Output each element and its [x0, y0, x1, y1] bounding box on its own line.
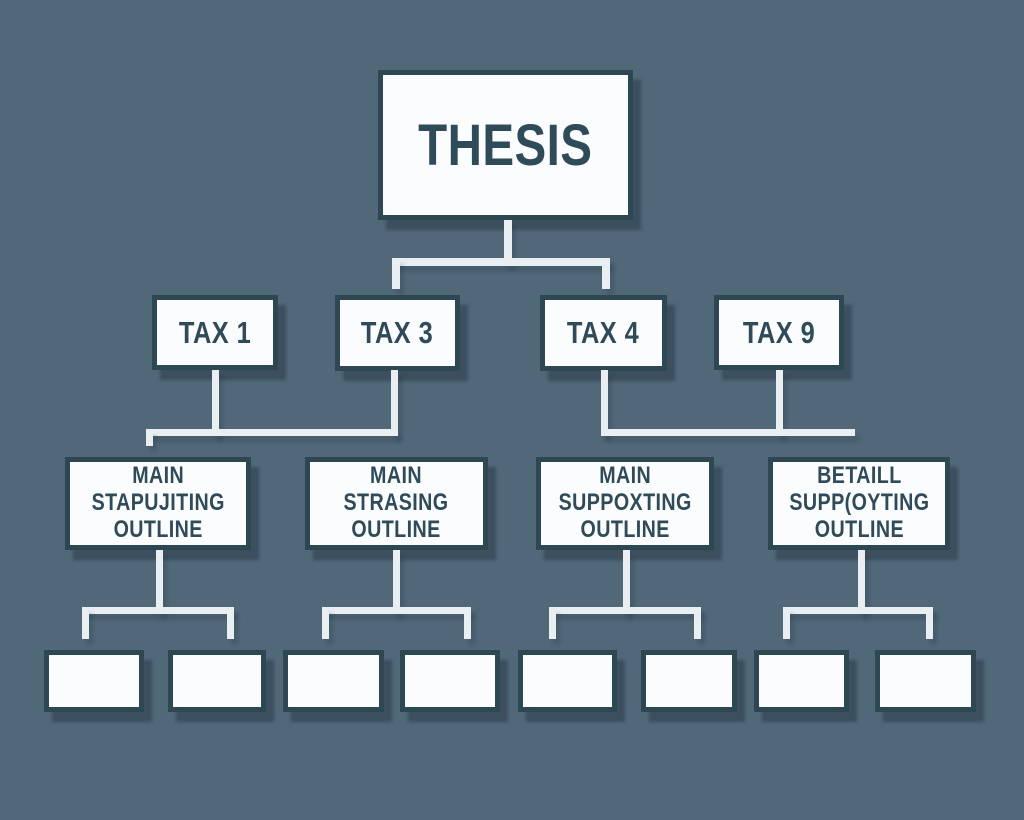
connector-g4-bar: [783, 607, 933, 614]
outline-node-1: MAIN STAPUJITING OUTLINE: [65, 457, 251, 550]
outline-node-3: MAIN SUPPOXTING OUTLINE: [536, 457, 714, 550]
connector-g4-stem: [858, 550, 865, 614]
tax-3-node: TAX 3: [335, 295, 460, 371]
connector-tax4-stem: [601, 370, 608, 436]
connector-tax1-stem: [212, 370, 219, 436]
connector-g3-leg-right: [694, 607, 701, 639]
tax-3-label: TAX 3: [361, 315, 434, 350]
tax-9-label: TAX 9: [742, 314, 816, 350]
leaf-box-8: [875, 650, 976, 712]
connector-tax9-stem: [776, 370, 783, 436]
connector-g3-bar: [549, 607, 701, 614]
connector-mid-right-bar: [601, 429, 855, 436]
outline-node-2: MAIN STRASING OUTLINE: [305, 457, 488, 550]
connector-g2-leg-right: [464, 607, 471, 639]
thesis-node: THESIS: [378, 70, 633, 220]
tax-9-node: TAX 9: [714, 295, 844, 370]
connector-root-leg-left: [392, 258, 400, 289]
connector-g1-bar: [82, 607, 234, 614]
tax-4-node: TAX 4: [540, 295, 667, 371]
connector-g2-stem: [393, 550, 400, 614]
connector-root-stem: [504, 220, 512, 265]
connector-mid-left-leg: [146, 429, 153, 446]
outline-node-4: BETAILL SUPP(OYTING OUTLINE: [768, 457, 950, 550]
leaf-box-6: [641, 650, 737, 712]
leaf-box-2: [168, 650, 266, 712]
outline-label-3: MAIN SUPPOXTING OUTLINE: [558, 462, 692, 543]
connector-mid-left-bar: [146, 429, 398, 436]
connector-g1-stem: [156, 550, 163, 614]
leaf-box-1: [44, 650, 144, 712]
connector-g4-leg-right: [926, 607, 933, 639]
connector-g2-leg-left: [322, 607, 329, 639]
connector-g1-leg-left: [82, 607, 89, 639]
connector-tax3-stem: [391, 370, 398, 436]
outline-label-1: MAIN STAPUJITING OUTLINE: [91, 462, 225, 543]
outline-label-4: BETAILL SUPP(OYTING OUTLINE: [788, 462, 930, 543]
connector-root-leg-right: [602, 258, 610, 289]
leaf-box-5: [518, 650, 617, 712]
tax-1-node: TAX 1: [152, 295, 278, 370]
connector-g1-leg-right: [227, 607, 234, 639]
leaf-box-4: [400, 650, 500, 712]
connector-g2-bar: [322, 607, 471, 614]
tax-1-label: TAX 1: [178, 314, 252, 350]
outline-label-2: MAIN STRASING OUTLINE: [344, 462, 449, 543]
tax-4-label: TAX 4: [567, 315, 640, 350]
connector-g3-leg-left: [549, 607, 556, 639]
thesis-label: THESIS: [418, 112, 593, 178]
leaf-box-3: [283, 650, 384, 712]
leaf-box-7: [754, 650, 849, 712]
connector-g3-stem: [623, 550, 630, 614]
connector-root-bar: [392, 258, 610, 266]
connector-g4-leg-left: [783, 607, 790, 639]
